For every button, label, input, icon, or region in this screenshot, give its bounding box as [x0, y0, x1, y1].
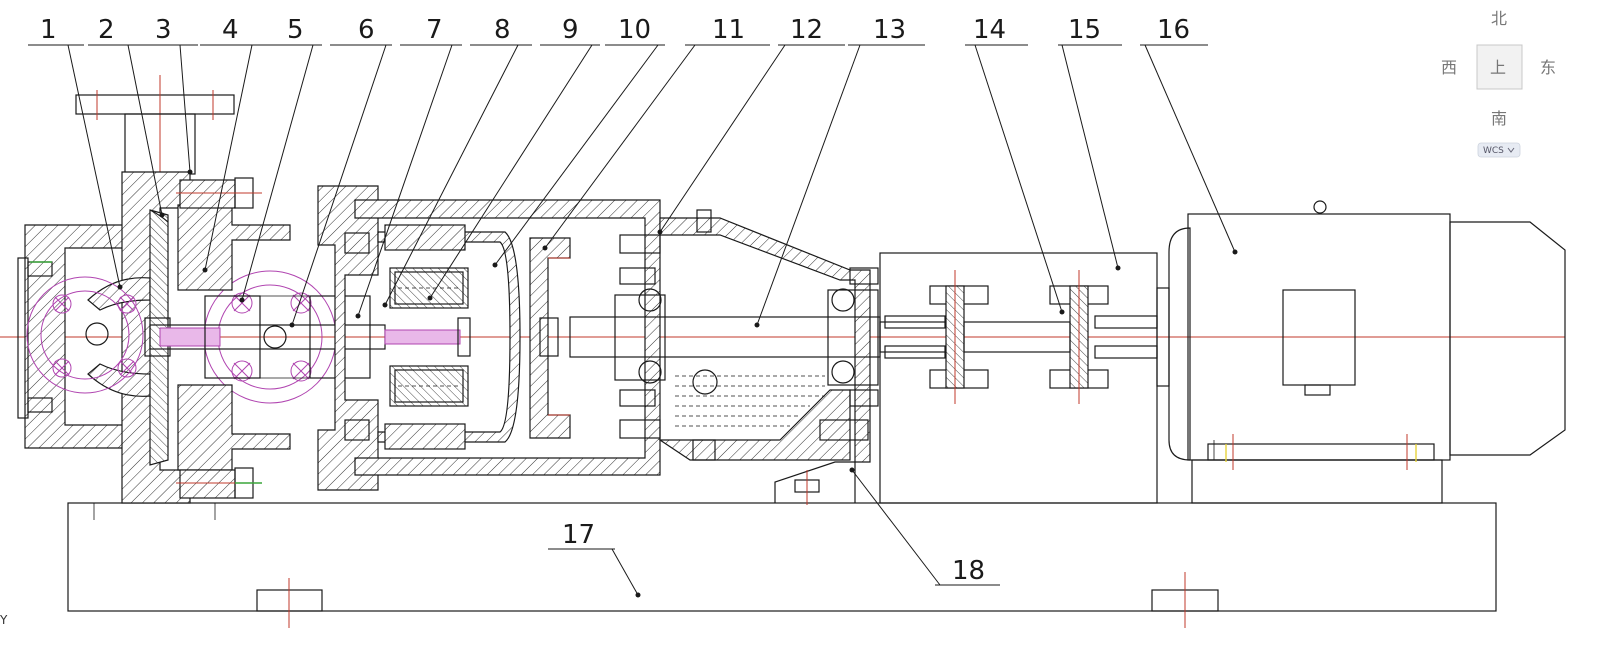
impeller-circles [26, 270, 337, 404]
part-number-5: 5 [287, 15, 304, 45]
part-number-15: 15 [1068, 15, 1101, 45]
pump-casing [17, 75, 235, 504]
part-number-11: 11 [712, 15, 745, 45]
bearing-housing [569, 209, 961, 463]
viewcube-label: 上 [1490, 58, 1506, 77]
coupling-guard [879, 252, 1158, 504]
part-number-3: 3 [155, 15, 172, 45]
bracket-housing [354, 199, 661, 476]
part-number-2: 2 [98, 15, 115, 45]
part-number-14: 14 [973, 15, 1006, 45]
compass-south[interactable]: 南 [1491, 109, 1507, 128]
wcs-button[interactable] [1477, 142, 1521, 158]
intermediate-flange [317, 185, 379, 491]
compass-west[interactable]: 西 [1441, 58, 1457, 77]
coupling [884, 270, 1158, 404]
part-number-6: 6 [358, 15, 375, 45]
chevron-down-icon [1507, 147, 1515, 153]
support-foot [774, 461, 856, 505]
part-callouts [28, 44, 1238, 598]
part-number-18: 18 [952, 556, 985, 586]
part-number-1: 1 [40, 15, 57, 45]
part-number-7: 7 [426, 15, 443, 45]
compass-east[interactable]: 东 [1540, 58, 1556, 77]
wcs-label: WCS [1483, 146, 1504, 156]
viewcube-face[interactable] [1476, 44, 1523, 90]
part-number-12: 12 [790, 15, 823, 45]
part-number-13: 13 [873, 15, 906, 45]
view-compass[interactable]: 北 西 东 南 上 WCS [1441, 9, 1556, 158]
base-frame [67, 502, 1497, 628]
part-number-10: 10 [618, 15, 651, 45]
motor [1156, 200, 1566, 504]
part-number-9: 9 [562, 15, 579, 45]
part-number-8: 8 [494, 15, 511, 45]
part-number-16: 16 [1157, 15, 1190, 45]
part-number-4: 4 [222, 15, 239, 45]
axis-indicator-label: Y [0, 613, 8, 627]
part-number-17: 17 [562, 520, 595, 550]
part-number-labels: 1 2 3 4 5 6 7 8 9 10 11 12 13 14 15 16 1… [40, 15, 1190, 586]
magnetic-coupling [377, 224, 521, 450]
compass-north[interactable]: 北 [1491, 9, 1507, 28]
